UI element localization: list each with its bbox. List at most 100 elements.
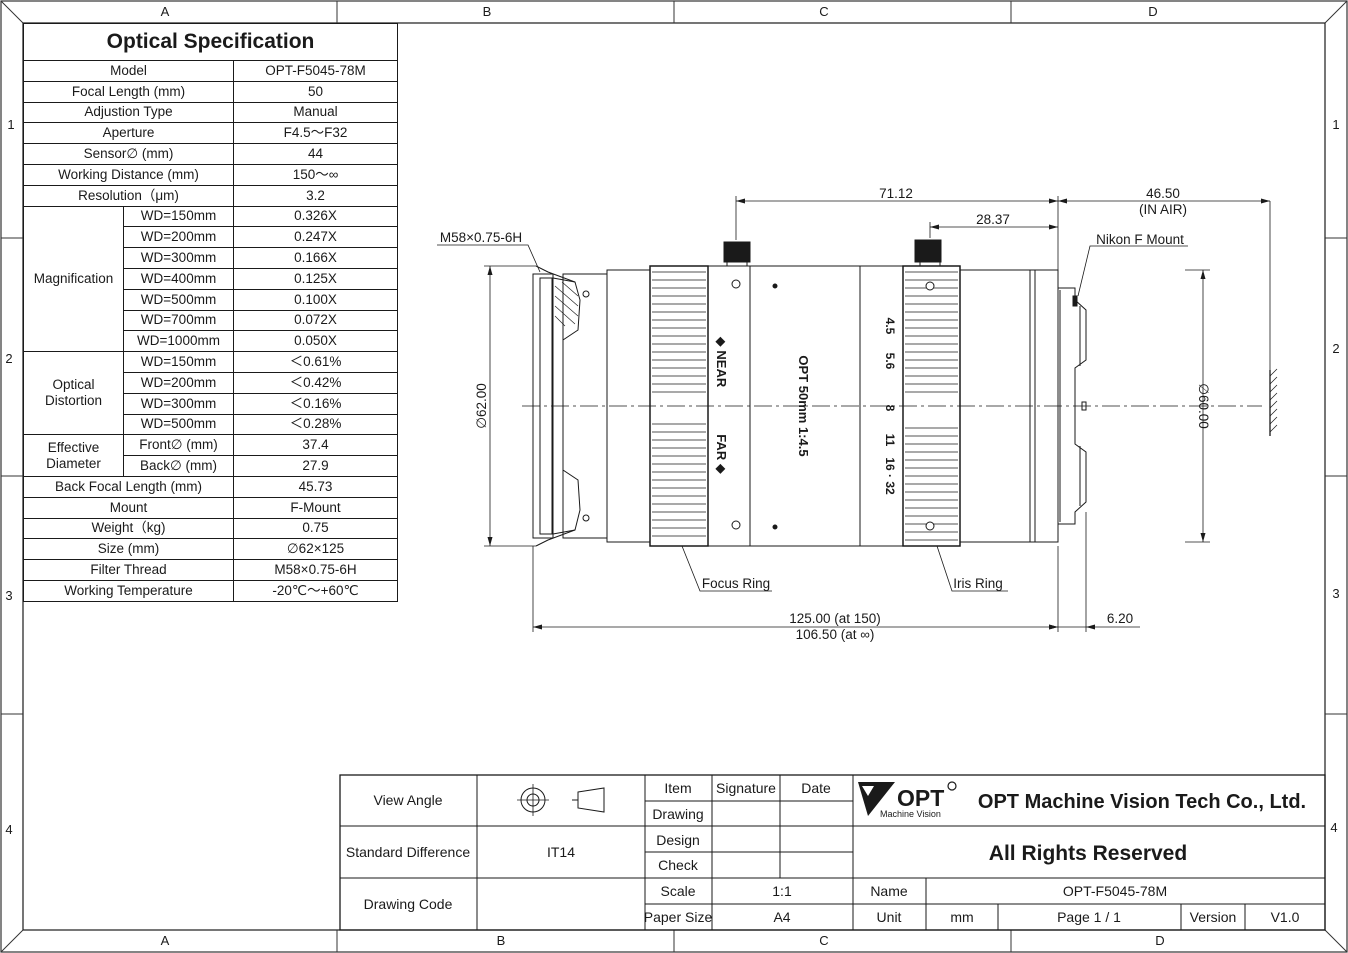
spec-value: -20℃～+60℃ — [232, 579, 399, 602]
distortion-group-label: Optical Distortion — [23, 351, 124, 436]
dim-in-air-note: (IN AIR) — [1139, 202, 1187, 217]
mag-value: 0.247X — [232, 226, 399, 249]
magnification-group-label: Magnification — [23, 205, 124, 353]
mag-value: 0.100X — [232, 288, 399, 311]
spec-value: 3.2 — [232, 184, 399, 207]
zone-col-c: C — [819, 4, 828, 19]
mag-value: 0.326X — [232, 205, 399, 228]
unit-label: Unit — [877, 909, 902, 925]
zone-col-a: A — [161, 4, 170, 19]
spec-label: Focal Length (mm) — [23, 80, 234, 103]
diameter-62: ∅62.00 — [474, 383, 489, 429]
diameter-60: ∅60.00 — [1196, 383, 1211, 429]
zone-col-a: A — [161, 933, 170, 948]
zone-col-b: B — [497, 933, 506, 948]
zone-row-3: 3 — [1332, 586, 1339, 601]
spec-title: Optical Specification — [22, 23, 399, 61]
opt-logo: OPT Machine Vision — [858, 781, 957, 819]
dist-wd: WD=500mm — [123, 413, 234, 436]
name-label: Name — [870, 883, 908, 899]
zone-row-3: 3 — [5, 588, 12, 603]
logo-text: OPT — [897, 785, 944, 811]
std-diff-value: IT14 — [547, 844, 575, 860]
paper-size-value: A4 — [773, 909, 790, 925]
spec-label: Sensor∅ (mm) — [23, 143, 234, 165]
mag-wd: WD=500mm — [123, 288, 234, 311]
zone-row-1: 1 — [1332, 117, 1339, 132]
zone-col-c: C — [819, 933, 828, 948]
dim-6-20: 6.20 — [1107, 611, 1133, 626]
drawing-row-label: Drawing — [652, 806, 703, 822]
scale-value: 1:1 — [772, 883, 792, 899]
spec-label: Size (mm) — [23, 538, 234, 561]
lens-drawing — [437, 196, 1278, 632]
mag-wd: WD=400mm — [123, 267, 234, 290]
dist-wd: WD=150mm — [123, 351, 234, 373]
version-value: V1.0 — [1271, 909, 1300, 925]
date-header: Date — [801, 780, 831, 796]
thread-callout: M58×0.75-6H — [440, 230, 522, 245]
f-stop-16-32: 16 · 32 — [883, 457, 897, 495]
spec-label: Working Temperature — [23, 579, 234, 602]
spec-label: Resolution（μm) — [23, 184, 234, 207]
spec-value: Manual — [232, 101, 399, 124]
paper-size-label: Paper Size — [644, 909, 713, 925]
mag-wd: WD=700mm — [123, 309, 234, 332]
spec-label: Mount — [23, 496, 234, 519]
effective-diameter-label: Effective Diameter — [23, 434, 124, 477]
rights-text: All Rights Reserved — [989, 842, 1187, 865]
design-row-label: Design — [656, 832, 700, 848]
spec-value: 0.75 — [232, 517, 399, 540]
length-at-150: 125.00 (at 150) — [789, 611, 881, 626]
spec-label: Model — [23, 60, 234, 82]
zone-row-4: 4 — [1330, 820, 1337, 835]
dim-28-37: 28.37 — [976, 212, 1010, 227]
scale-label: Scale — [660, 883, 695, 899]
signature-header: Signature — [716, 780, 776, 796]
mag-value: 0.072X — [232, 309, 399, 332]
mag-value: 0.166X — [232, 247, 399, 269]
dim-46-50: 46.50 — [1146, 186, 1180, 201]
dist-value: ＜0.42% — [232, 371, 399, 394]
spec-value: 44 — [232, 143, 399, 165]
dist-value: ＜0.61% — [232, 351, 399, 373]
logo-subtext: Machine Vision — [880, 809, 941, 819]
dist-value: ＜0.16% — [232, 392, 399, 415]
spec-label: Adjustion Type — [23, 101, 234, 124]
mag-wd: WD=150mm — [123, 205, 234, 228]
f-stop-8: 8 — [883, 405, 897, 412]
dist-wd: WD=200mm — [123, 371, 234, 394]
unit-value: mm — [950, 909, 973, 925]
spec-label: Back Focal Length (mm) — [23, 475, 234, 498]
f-stop-56: 5.6 — [883, 353, 897, 370]
spec-value: 150～∞ — [232, 163, 399, 186]
item-header: Item — [664, 780, 691, 796]
spec-value: F4.5～F32 — [232, 122, 399, 145]
mount-callout: Nikon F Mount — [1096, 232, 1184, 247]
zone-row-2: 2 — [1332, 341, 1339, 356]
std-diff-label: Standard Difference — [346, 844, 470, 860]
view-angle-label: View Angle — [373, 792, 442, 808]
spec-value: 45.73 — [232, 475, 399, 498]
zone-col-b: B — [483, 4, 492, 19]
spec-value: 37.4 — [232, 434, 399, 457]
mag-wd: WD=1000mm — [123, 330, 234, 353]
zone-row-4: 4 — [5, 822, 12, 837]
spec-label: Weight（kg) — [23, 517, 234, 540]
spec-label: Front∅ (mm) — [123, 434, 234, 457]
lens-name-marking: OPT 50mm 1:4.5 — [796, 355, 811, 456]
dim-71-12: 71.12 — [879, 186, 913, 201]
spec-value: 50 — [232, 80, 399, 103]
page-number: Page 1 / 1 — [1057, 909, 1121, 925]
zone-row-1: 1 — [7, 117, 14, 132]
spec-value: M58×0.75-6H — [232, 559, 399, 581]
dist-value: ＜0.28% — [232, 413, 399, 436]
title-block — [339, 774, 1326, 931]
mag-value: 0.125X — [232, 267, 399, 290]
check-row-label: Check — [658, 857, 699, 873]
mag-wd: WD=200mm — [123, 226, 234, 249]
spec-value: OPT-F5045-78M — [232, 60, 399, 82]
spec-value: F-Mount — [232, 496, 399, 519]
company-name: OPT Machine Vision Tech Co., Ltd. — [978, 791, 1306, 813]
